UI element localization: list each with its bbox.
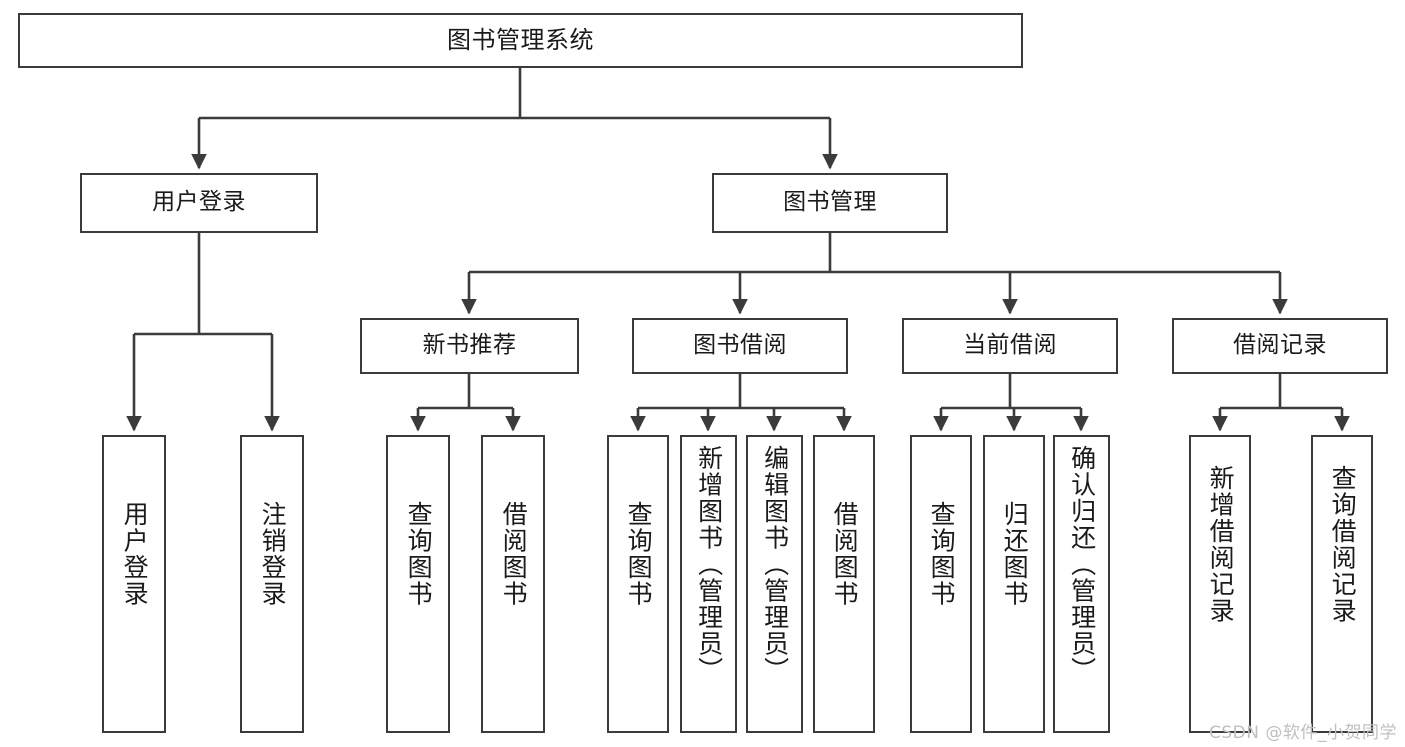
- node-edit-book[interactable]: 编辑图书（管理员）: [746, 435, 803, 733]
- node-borrow-book-2[interactable]: 借阅图书: [813, 435, 875, 733]
- node-new-book-rec-label: 新书推荐: [422, 332, 517, 359]
- node-current-borrow-label: 当前借阅: [963, 332, 1057, 359]
- node-new-book-rec[interactable]: 新书推荐: [360, 318, 579, 374]
- node-borrow-record-label: 借阅记录: [1233, 332, 1327, 359]
- node-book-borrow[interactable]: 图书借阅: [632, 318, 848, 374]
- node-confirm-return-label: 确认归还（管理员）: [1067, 445, 1097, 684]
- node-query-book-1[interactable]: 查询图书: [386, 435, 450, 733]
- node-add-book-label: 新增图书（管理员）: [694, 445, 724, 684]
- node-book-manage[interactable]: 图书管理: [712, 173, 948, 233]
- node-edit-book-label: 编辑图书（管理员）: [760, 445, 790, 684]
- node-borrow-book-1[interactable]: 借阅图书: [481, 435, 545, 733]
- node-root[interactable]: 图书管理系统: [18, 13, 1023, 68]
- node-borrow-book-2-label: 借阅图书: [830, 501, 860, 607]
- node-book-borrow-label: 图书借阅: [693, 332, 787, 359]
- node-return-book[interactable]: 归还图书: [983, 435, 1045, 733]
- node-query-book-3-label: 查询图书: [927, 501, 957, 607]
- node-add-borrow-record[interactable]: 新增借阅记录: [1189, 435, 1251, 733]
- node-book-manage-label: 图书管理: [783, 189, 877, 216]
- node-user-login-label: 用户登录: [152, 189, 246, 216]
- node-query-borrow-record[interactable]: 查询借阅记录: [1311, 435, 1373, 733]
- node-user-login-leaf[interactable]: 用户登录: [102, 435, 166, 733]
- node-add-book[interactable]: 新增图书（管理员）: [680, 435, 737, 733]
- node-logout-leaf[interactable]: 注销登录: [240, 435, 304, 733]
- node-root-label: 图书管理系统: [447, 26, 594, 55]
- node-query-book-1-label: 查询图书: [404, 501, 434, 607]
- node-borrow-record[interactable]: 借阅记录: [1172, 318, 1388, 374]
- watermark: CSDN @软件_小贺同学: [1208, 723, 1397, 743]
- node-query-book-3[interactable]: 查询图书: [910, 435, 972, 733]
- node-query-borrow-record-label: 查询借阅记录: [1328, 465, 1358, 624]
- node-user-login-leaf-label: 用户登录: [120, 501, 150, 607]
- node-query-book-2-label: 查询图书: [624, 501, 654, 607]
- node-borrow-book-1-label: 借阅图书: [499, 501, 529, 607]
- node-current-borrow[interactable]: 当前借阅: [902, 318, 1118, 374]
- node-confirm-return[interactable]: 确认归还（管理员）: [1053, 435, 1110, 733]
- node-logout-leaf-label: 注销登录: [258, 501, 288, 607]
- node-query-book-2[interactable]: 查询图书: [607, 435, 669, 733]
- node-return-book-label: 归还图书: [1000, 501, 1030, 607]
- node-user-login[interactable]: 用户登录: [80, 173, 318, 233]
- node-add-borrow-record-label: 新增借阅记录: [1206, 465, 1236, 624]
